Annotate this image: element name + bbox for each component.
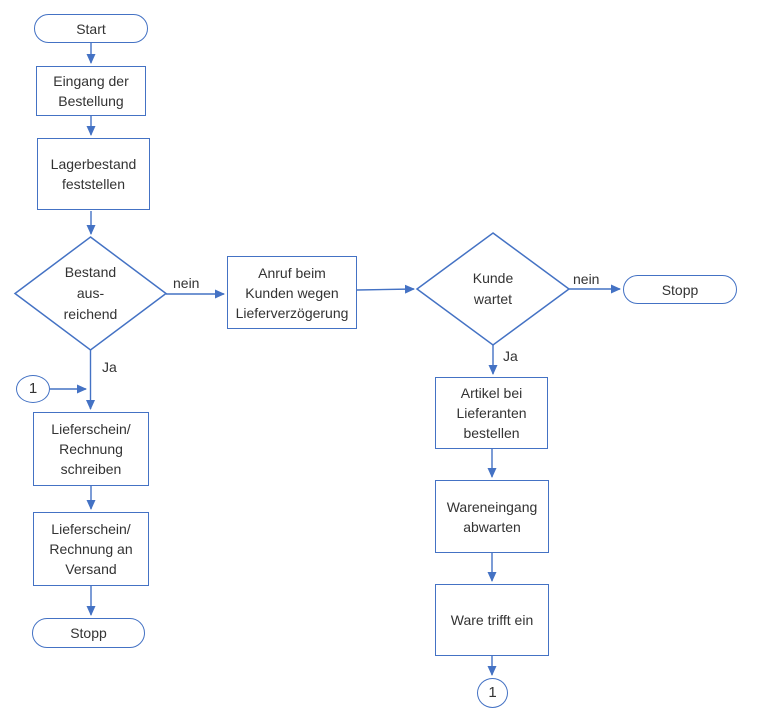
node-call-customer[interactable]: Anruf beim Kunden wegen Lieferverzögerun… — [227, 256, 357, 329]
node-delivery-note-to-shipping[interactable]: Lieferschein/ Rechnung an Versand — [33, 512, 149, 586]
node-check-stock[interactable]: Lagerbestand feststellen — [37, 138, 150, 210]
node-order-received-label: Eingang der Bestellung — [53, 73, 129, 109]
node-goods-arrive[interactable]: Ware trifft ein — [435, 584, 549, 656]
node-start-label: Start — [76, 20, 106, 37]
node-call-customer-label: Anruf beim Kunden wegen Lieferverzögerun… — [235, 264, 349, 321]
node-connector-one-left-label: 1 — [28, 380, 38, 397]
node-connector-one-left[interactable]: 1 — [16, 375, 50, 403]
node-stop-right-label: Stopp — [661, 281, 699, 298]
node-stop-left-label: Stopp — [70, 625, 107, 641]
edge-call-to-decision2 — [356, 284, 415, 294]
node-check-stock-label: Lagerbestand feststellen — [50, 156, 137, 192]
node-stop-right[interactable]: Stopp — [623, 275, 737, 304]
edge-label-wait-ja: Ja — [503, 348, 518, 364]
node-stock-sufficient-label: Bestand aus- reichend — [63, 264, 118, 322]
node-goods-arrive-label: Ware trifft ein — [450, 612, 534, 628]
node-await-goods[interactable]: Wareneingang abwarten — [435, 480, 549, 553]
edge-label-stock-ja: Ja — [102, 359, 117, 375]
node-stop-left[interactable]: Stopp — [32, 618, 145, 648]
node-connector-one-bottom-label: 1 — [488, 684, 497, 701]
node-order-supplier-label: Artikel bei Lieferanten bestellen — [456, 385, 527, 441]
node-await-goods-label: Wareneingang abwarten — [446, 498, 538, 535]
node-start[interactable]: Start — [34, 14, 148, 43]
edge-label-stock-nein: nein — [173, 275, 200, 291]
node-order-supplier[interactable]: Artikel bei Lieferanten bestellen — [435, 377, 548, 449]
node-connector-one-bottom[interactable]: 1 — [477, 678, 508, 708]
node-write-delivery-note-label: Lieferschein/ Rechnung schreiben — [51, 421, 131, 477]
node-delivery-note-to-shipping-label: Lieferschein/ Rechnung an Versand — [49, 521, 133, 577]
node-customer-waits-label: Kunde wartet — [472, 270, 514, 307]
edge-label-wait-nein: nein — [573, 271, 600, 287]
node-order-received[interactable]: Eingang der Bestellung — [36, 66, 146, 116]
node-write-delivery-note[interactable]: Lieferschein/ Rechnung schreiben — [33, 412, 149, 486]
